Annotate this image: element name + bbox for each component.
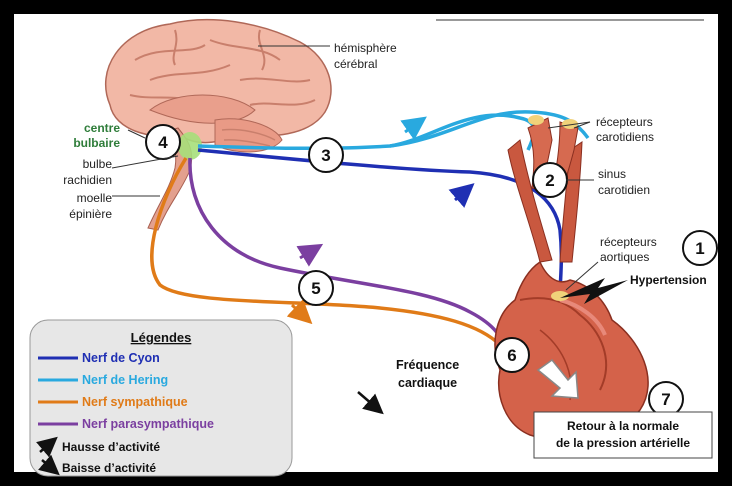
label-hemisphere-line1: hémisphère: [334, 41, 397, 55]
step-1-number: 1: [695, 239, 704, 258]
step-4: 4: [146, 125, 180, 159]
label-recepteurs-carotidiens-line1: récepteurs: [596, 115, 653, 129]
step-7: 7: [649, 382, 683, 416]
nerf-cyon-path: [198, 150, 561, 296]
label-recepteurs-aortiques-line2: aortiques: [600, 250, 649, 264]
label-centre-line1: centre: [84, 121, 120, 135]
label-bulbe-line2: rachidien: [63, 173, 112, 187]
label-sinus-line2: carotidien: [598, 183, 650, 197]
label-moelle-line1: moelle: [77, 191, 113, 205]
label-recepteurs-carotidiens-line2: carotidiens: [596, 130, 654, 144]
label-recepteurs-aortiques-line1: récepteurs: [600, 235, 657, 249]
step-5-number: 5: [311, 279, 320, 298]
label-bulbe-line1: bulbe: [83, 157, 113, 171]
label-centre-line2: bulbaire: [73, 136, 120, 150]
step-6: 6: [495, 338, 529, 372]
step-2-number: 2: [545, 171, 554, 190]
label-retour-line2: de la pression artérielle: [556, 436, 690, 450]
hausse-arrow-hering: [405, 120, 422, 132]
legend-item-parasympathique: Nerf parasympathique: [82, 417, 214, 431]
nerf-hering-branch: [390, 115, 534, 150]
legend-title: Légendes: [131, 330, 192, 345]
nerf-sympathique-path: [152, 158, 500, 345]
label-frequence-line2: cardiaque: [398, 376, 457, 390]
step-6-number: 6: [507, 346, 516, 365]
legend-item-hering: Nerf de Hering: [82, 373, 168, 387]
legend-hausse-label: Hausse d’activité: [62, 440, 160, 454]
label-retour-line1: Retour à la normale: [567, 419, 679, 433]
baisse-arrow-sympathique: [292, 305, 308, 320]
label-hemisphere-line2: cérébral: [334, 57, 377, 71]
hausse-arrow-cyon: [455, 187, 470, 200]
step-7-number: 7: [661, 390, 670, 409]
label-moelle-line2: épinière: [69, 207, 112, 221]
legend: Légendes Nerf de Cyon Nerf de Hering Ner…: [30, 320, 292, 476]
step-1: 1: [683, 231, 717, 265]
legend-baisse-label: Baisse d’activité: [62, 461, 156, 475]
label-hypertension: Hypertension: [630, 273, 707, 287]
label-sinus-line1: sinus: [598, 167, 626, 181]
baisse-frequence-arrow-icon: [358, 392, 380, 411]
legend-item-sympathique: Nerf sympathique: [82, 395, 188, 409]
step-2: 2: [533, 163, 567, 197]
step-4-number: 4: [158, 133, 168, 152]
step-3: 3: [309, 138, 343, 172]
label-frequence-line1: Fréquence: [396, 358, 459, 372]
brain-illustration: [106, 20, 331, 230]
legend-item-cyon: Nerf de Cyon: [82, 351, 160, 365]
hausse-arrow-parasympathique: [300, 247, 318, 258]
step-3-number: 3: [321, 146, 330, 165]
step-5: 5: [299, 271, 333, 305]
